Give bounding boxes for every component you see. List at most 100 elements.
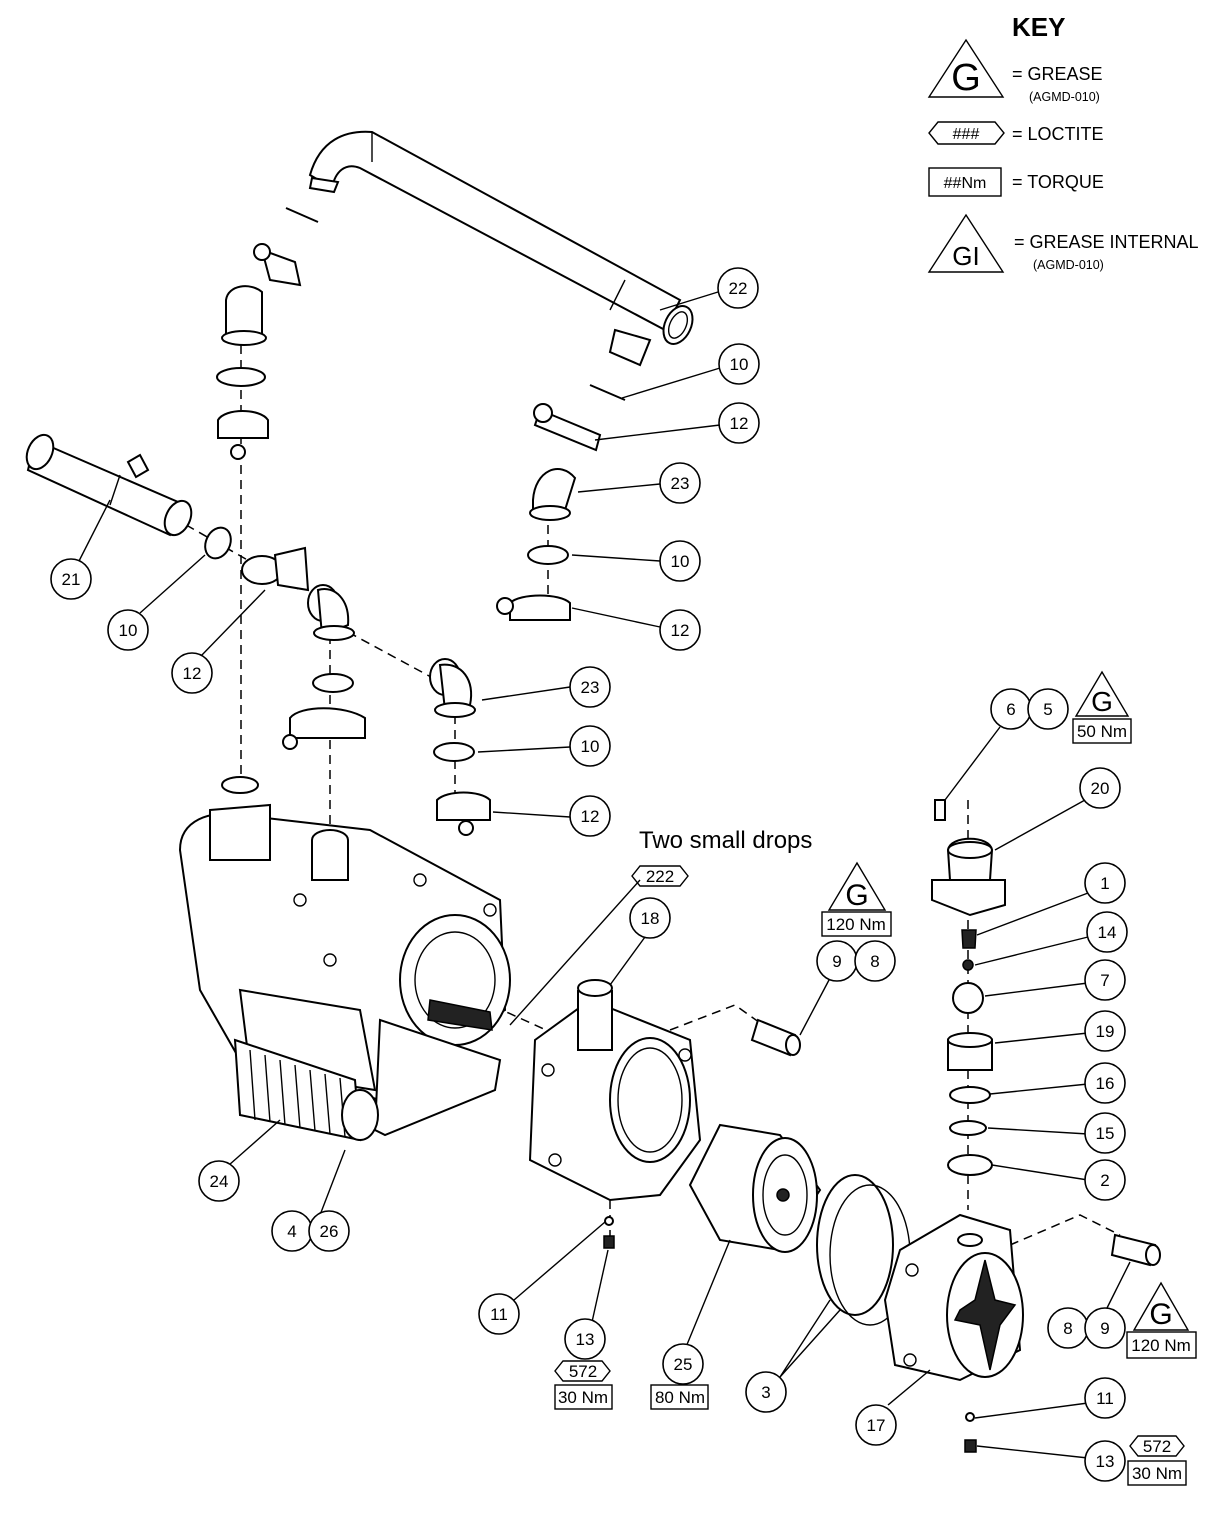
spec-top-right: G 50 Nm <box>1072 670 1132 744</box>
grease-internal-label: = GREASE INTERNAL <box>1014 232 1199 252</box>
right-valve-elbow <box>496 403 602 621</box>
svg-text:19: 19 <box>1096 1022 1115 1041</box>
svg-text:23: 23 <box>581 678 600 697</box>
svg-text:17: 17 <box>867 1416 886 1435</box>
spec-loctite-222: 222 <box>631 865 689 887</box>
callout-10: 10 <box>107 609 149 651</box>
callout-9: 9 <box>1084 1307 1126 1349</box>
svg-text:7: 7 <box>1100 971 1109 990</box>
grease-internal-triangle-icon <box>927 213 1005 273</box>
svg-text:23: 23 <box>671 474 690 493</box>
callout-bubbles: 22 10 12 23 10 12 21 10 12 23 10 12 6 5 … <box>50 267 1128 1482</box>
grease-triangle-icon <box>827 861 887 911</box>
two-small-drops-note: Two small drops <box>639 827 812 854</box>
callout-23: 23 <box>569 666 611 708</box>
svg-text:25: 25 <box>674 1355 693 1374</box>
leader-lines <box>77 291 1131 1459</box>
callout-5: 5 <box>1027 688 1069 730</box>
callout-10: 10 <box>659 540 701 582</box>
callout-4: 4 <box>271 1210 313 1252</box>
callout-25: 25 <box>662 1343 704 1385</box>
callout-19: 19 <box>1084 1010 1126 1052</box>
callout-10: 10 <box>569 725 611 767</box>
svg-text:3: 3 <box>761 1383 770 1402</box>
svg-text:6: 6 <box>1006 700 1015 719</box>
spec-lower-right-120nm: G 120 Nm <box>1126 1281 1197 1359</box>
svg-text:1: 1 <box>1100 874 1109 893</box>
svg-text:22: 22 <box>729 279 748 298</box>
svg-text:11: 11 <box>490 1305 508 1324</box>
callout-10: 10 <box>718 343 760 385</box>
svg-text:120 Nm: 120 Nm <box>1131 1336 1191 1355</box>
callout-21: 21 <box>50 558 92 600</box>
torque-label: = TORQUE <box>1012 172 1104 192</box>
callout-12: 12 <box>659 609 701 651</box>
svg-text:572: 572 <box>569 1362 597 1381</box>
callout-8: 8 <box>1047 1307 1089 1349</box>
torque-50nm: 50 Nm <box>1077 722 1127 741</box>
svg-text:G: G <box>1149 1298 1172 1331</box>
callout-9: 9 <box>816 940 858 982</box>
svg-text:5: 5 <box>1043 700 1052 719</box>
svg-text:2: 2 <box>1100 1171 1109 1190</box>
loctite-symbol: ### <box>953 126 980 143</box>
svg-text:10: 10 <box>671 552 690 571</box>
svg-text:12: 12 <box>730 414 749 433</box>
callout-15: 15 <box>1084 1112 1126 1154</box>
callout-7: 7 <box>1084 959 1126 1001</box>
svg-text:24: 24 <box>210 1172 229 1191</box>
svg-text:30 Nm: 30 Nm <box>558 1388 608 1407</box>
grease-triangle-icon <box>1074 670 1130 717</box>
torque-box <box>821 911 892 937</box>
callout-26: 26 <box>308 1210 350 1252</box>
spec-rotor-80nm: 80 Nm <box>650 1384 709 1410</box>
svg-text:572: 572 <box>1143 1437 1171 1456</box>
svg-text:20: 20 <box>1091 779 1110 798</box>
callout-17: 17 <box>855 1404 897 1446</box>
svg-text:13: 13 <box>1096 1452 1115 1471</box>
torque-box <box>1126 1331 1197 1359</box>
torque-box <box>1072 718 1132 744</box>
svg-text:222: 222 <box>646 867 674 886</box>
spec-bottom-right: 572 30 Nm <box>1127 1435 1187 1486</box>
svg-text:G: G <box>845 879 868 912</box>
torque-symbol: ##Nm <box>944 175 987 192</box>
grease-internal-ref: (AGMD-010) <box>1033 258 1104 272</box>
svg-text:80 Nm: 80 Nm <box>655 1388 705 1407</box>
grease-label: = GREASE <box>1012 64 1103 84</box>
svg-text:120 Nm: 120 Nm <box>826 915 886 934</box>
svg-text:21: 21 <box>62 570 81 589</box>
grease-triangle-icon <box>927 38 1005 98</box>
pump-housing <box>528 979 702 1202</box>
svg-text:14: 14 <box>1098 923 1117 942</box>
callout-13: 13 <box>1084 1440 1126 1482</box>
loctite-label: = LOCTITE <box>1012 124 1104 144</box>
svg-text:10: 10 <box>581 737 600 756</box>
svg-text:15: 15 <box>1096 1124 1115 1143</box>
callout-16: 16 <box>1084 1062 1126 1104</box>
callout-22: 22 <box>717 267 759 309</box>
callout-6: 6 <box>990 688 1032 730</box>
callout-3: 3 <box>745 1371 787 1413</box>
svg-text:G: G <box>1091 686 1113 717</box>
grease-triangle-icon <box>1132 1281 1190 1331</box>
svg-text:16: 16 <box>1096 1074 1115 1093</box>
callout-2: 2 <box>1084 1159 1126 1201</box>
grease-internal-symbol: GI <box>952 241 979 271</box>
spec-bolt-120nm: G 120 Nm <box>821 861 892 937</box>
loctite-hexagon-icon <box>928 121 1005 145</box>
svg-text:9: 9 <box>1100 1319 1109 1338</box>
spec-drain-plug: 572 30 Nm <box>554 1360 613 1410</box>
callout-12: 12 <box>171 652 213 694</box>
svg-text:10: 10 <box>730 355 749 374</box>
callout-24: 24 <box>198 1160 240 1202</box>
legend-key: KEY G = GREASE (AGMD-010) ### = LOCTITE … <box>927 12 1199 273</box>
svg-text:10: 10 <box>119 621 138 640</box>
callout-12: 12 <box>569 795 611 837</box>
svg-text:26: 26 <box>320 1222 339 1241</box>
svg-text:18: 18 <box>641 909 660 928</box>
svg-text:9: 9 <box>832 952 841 971</box>
center-clamps-elbows <box>241 546 491 836</box>
left-manifold-pipe <box>25 433 232 560</box>
